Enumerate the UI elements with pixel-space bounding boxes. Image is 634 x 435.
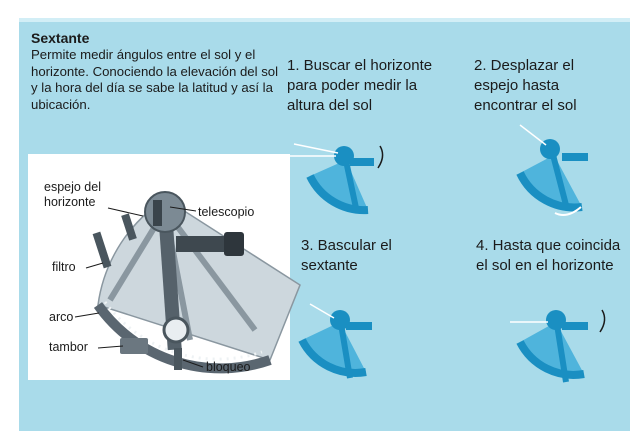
step-4-text: 4. Hasta que coincida el sol en el horiz… — [476, 237, 621, 274]
step-2-sextant-icon — [516, 124, 588, 216]
step-3-sextant-icon — [298, 303, 372, 379]
telescope — [176, 236, 226, 252]
panel-description: Permite medir ángulos entre el sol y el … — [31, 47, 279, 112]
step-4-sextant-icon — [510, 309, 606, 383]
step-3-text: 3. Bascular el sextante — [301, 237, 392, 274]
label-drum: tambor — [49, 340, 88, 354]
filter — [92, 231, 112, 269]
drum — [162, 316, 190, 344]
horizon-mirror — [144, 191, 186, 233]
lock — [174, 348, 182, 370]
index-arm — [157, 199, 182, 351]
handle — [120, 338, 148, 354]
step-2-text: 2. Desplazar el espejo hasta encontrar e… — [474, 57, 577, 114]
label-lock: bloqueo — [206, 360, 251, 374]
step-1-text: 1. Buscar el horizonte para poder medir … — [287, 57, 433, 114]
label-telescope: telescopio — [198, 205, 255, 219]
panel-title: Sextante — [31, 30, 90, 46]
step-1-sextant-icon — [290, 143, 384, 215]
label-filter: filtro — [52, 260, 76, 274]
label-arc: arco — [49, 310, 74, 324]
label-horizon-mirror: espejo del horizonte — [44, 180, 101, 209]
